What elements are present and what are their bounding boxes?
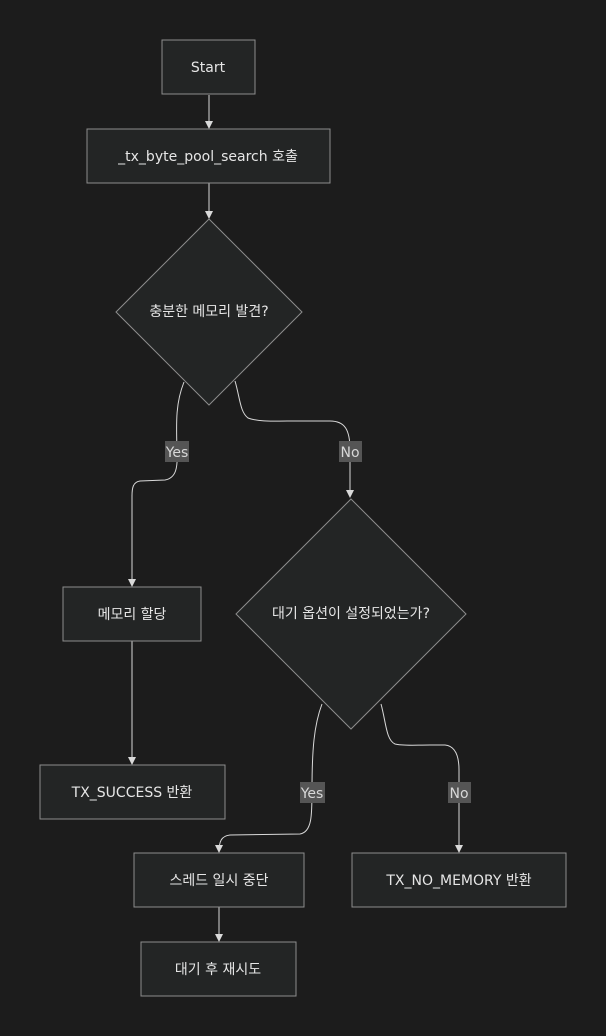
edge-label-wait-yes: Yes (300, 782, 325, 803)
node-allocate-memory: 메모리 할당 (62, 586, 202, 642)
node-return-success: TX_SUCCESS 반환 (39, 764, 226, 820)
node-call-search: _tx_byte_pool_search 호출 (86, 128, 331, 184)
edges (128, 95, 463, 942)
node-allocate-memory-label: 메모리 할당 (98, 607, 167, 623)
edge-memory-yes (128, 381, 185, 587)
decision-memory-found: 충분한 메모리 발견? (115, 218, 303, 406)
node-suspend-thread: 스레드 일시 중단 (133, 852, 305, 908)
edge-label-memory-yes: Yes (165, 441, 189, 462)
node-return-no-memory-label: TX_NO_MEMORY 반환 (385, 873, 531, 889)
edge-wait-no (380, 703, 463, 853)
edge-wait-yes (215, 703, 323, 853)
node-return-no-memory: TX_NO_MEMORY 반환 (351, 852, 567, 908)
edge-label-wait-yes-text: Yes (300, 786, 324, 802)
node-start-label: Start (191, 60, 226, 76)
edge-label-memory-yes-text: Yes (165, 445, 189, 461)
node-wait-retry-label: 대기 후 재시도 (175, 962, 261, 978)
decision-memory-found-label: 충분한 메모리 발견? (149, 304, 268, 320)
node-call-search-label: _tx_byte_pool_search 호출 (117, 149, 298, 165)
edge-label-memory-no: No (339, 441, 362, 462)
edge-label-wait-no-text: No (449, 786, 468, 802)
decision-wait-option-label: 대기 옵션이 설정되었는가? (272, 606, 430, 622)
decision-wait-option: 대기 옵션이 설정되었는가? (235, 498, 467, 730)
node-start: Start (161, 39, 256, 95)
edge-memory-no (234, 380, 354, 498)
edge-label-memory-no-text: No (340, 445, 359, 461)
node-wait-retry: 대기 후 재시도 (140, 941, 297, 997)
node-suspend-thread-label: 스레드 일시 중단 (169, 873, 268, 889)
edge-label-wait-no: No (448, 782, 471, 803)
node-return-success-label: TX_SUCCESS 반환 (71, 785, 193, 801)
